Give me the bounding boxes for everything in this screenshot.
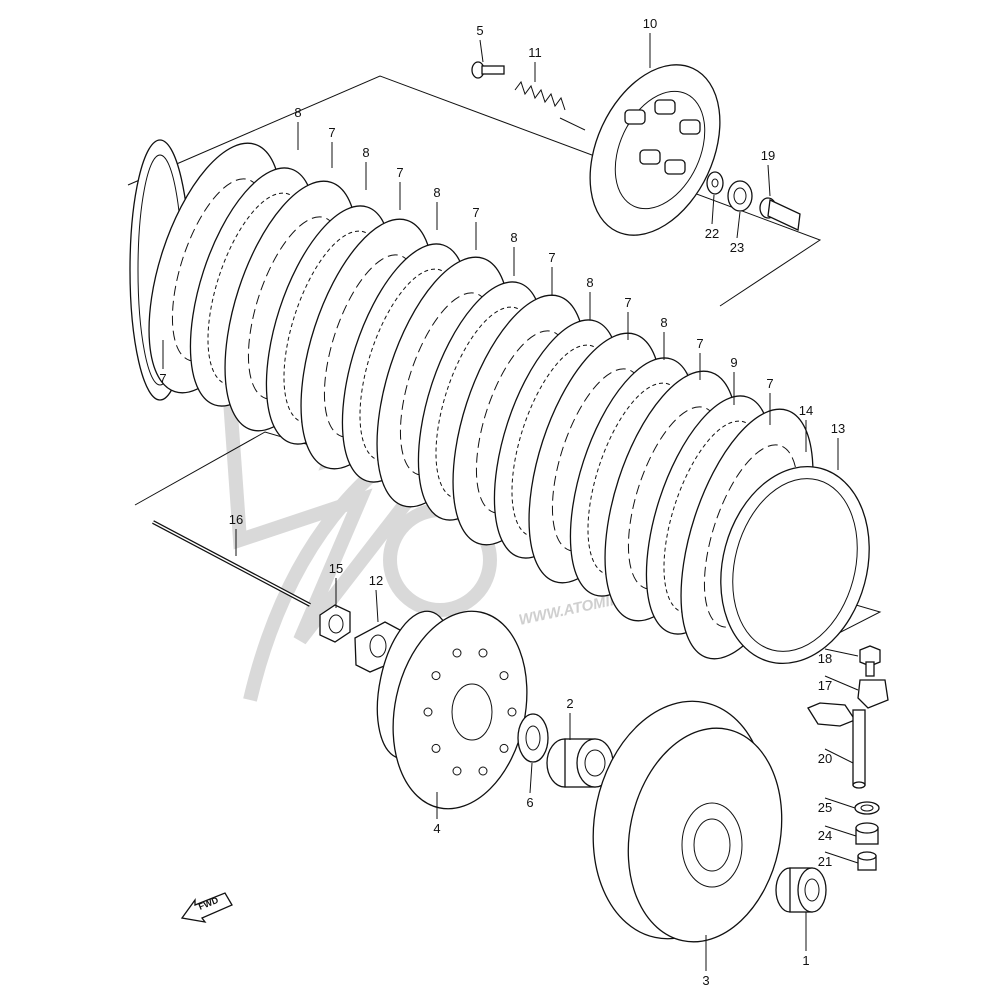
- watermark-text: WWW.ATOMIK: [517, 591, 623, 629]
- part-number-label: 5: [476, 23, 483, 38]
- push-rod-16: [152, 520, 311, 607]
- hub-hole: [499, 671, 509, 681]
- part-number-label: 1: [802, 953, 809, 968]
- washer-22: [706, 171, 724, 195]
- bearing-23: [727, 180, 753, 212]
- part-number-label: 13: [831, 421, 845, 436]
- release-shaft-20: [807, 702, 866, 789]
- part-number-label: 11: [528, 45, 542, 60]
- hub-hole: [507, 707, 517, 717]
- leader-line: [824, 797, 856, 809]
- part-number-label: 19: [761, 148, 775, 163]
- part-number-label: 8: [510, 230, 517, 245]
- nut-15: [319, 604, 351, 643]
- hub-hole: [499, 743, 509, 753]
- part-number-label: 10: [643, 16, 657, 31]
- part-number-label: 7: [472, 205, 479, 220]
- bracket-17: [857, 679, 889, 709]
- pin-19: [759, 197, 801, 231]
- part-number-label: 7: [159, 371, 166, 386]
- leader-line: [824, 825, 857, 837]
- leader-line: [529, 762, 533, 794]
- oil-seal-25: [854, 801, 880, 815]
- part-number-label: 7: [328, 125, 335, 140]
- part-number-label: 7: [396, 165, 403, 180]
- part-number-label: 22: [705, 226, 719, 241]
- hub-hole: [423, 707, 433, 717]
- spring-11: [514, 80, 586, 131]
- bolt-18: [859, 645, 881, 677]
- part-number-label: 15: [329, 561, 343, 576]
- clutch-housing-3: [592, 700, 783, 943]
- hub-hole: [478, 766, 488, 776]
- hub-hole: [452, 648, 462, 658]
- leader-line: [824, 748, 854, 764]
- part-number-label: 18: [818, 651, 832, 666]
- part-number-label: 17: [818, 678, 832, 693]
- part-number-label: 25: [818, 800, 832, 815]
- part-number-label: 8: [294, 105, 301, 120]
- part-number-label: 8: [433, 185, 440, 200]
- part-number-label: 23: [730, 240, 744, 255]
- callouts: 5 11 10 19 22 23 8 7 8 7 8 7 8 7 8 7 8 7 9 7 14 13 7 16 15 12 2 6 4 3…: [159, 16, 859, 988]
- leader-line: [479, 39, 484, 63]
- part-number-label: 7: [624, 295, 631, 310]
- part-number-label: 4: [433, 821, 440, 836]
- leader-line: [824, 648, 859, 657]
- leader-line: [736, 211, 741, 239]
- part-number-label: 8: [362, 145, 369, 160]
- leader-line: [711, 194, 715, 225]
- part-number-label: 8: [586, 275, 593, 290]
- part-number-label: 7: [766, 376, 773, 391]
- bolt-5: [471, 61, 505, 79]
- part-number-label: 7: [696, 336, 703, 351]
- bearing-24: [855, 822, 879, 845]
- hub-hole: [478, 648, 488, 658]
- clutch-hub-4: [376, 610, 528, 810]
- leader-line: [767, 164, 771, 197]
- part-number-label: 8: [660, 315, 667, 330]
- hub-hole: [431, 671, 441, 681]
- leader-line: [375, 589, 379, 623]
- spacer-1: [775, 867, 827, 913]
- part-number-label: 21: [818, 854, 832, 869]
- part-number-label: 7: [548, 250, 555, 265]
- part-number-label: 14: [799, 403, 813, 418]
- part-number-label: 6: [526, 795, 533, 810]
- plates: [148, 142, 814, 660]
- fwd-arrow: FWD: [180, 892, 233, 923]
- part-number-label: 2: [566, 696, 573, 711]
- bearing-21: [857, 851, 877, 871]
- leader-line: [824, 675, 859, 691]
- part-number-label: 3: [702, 973, 709, 988]
- part-number-label: 12: [369, 573, 383, 588]
- hub-hole: [431, 743, 441, 753]
- pressure-ring-13: [720, 465, 870, 665]
- washer-6: [517, 713, 549, 763]
- clutch-plate-stack: [129, 139, 870, 665]
- part-number-label: 20: [818, 751, 832, 766]
- part-number-label: 9: [730, 355, 737, 370]
- hub-hole: [452, 766, 462, 776]
- part-number-label: 24: [818, 828, 832, 843]
- needle-bearing-2: [546, 738, 614, 788]
- hub-holes: [423, 648, 517, 776]
- part-number-label: 16: [229, 512, 243, 527]
- leader-line: [824, 851, 859, 864]
- pressure-plate-10: [589, 64, 721, 236]
